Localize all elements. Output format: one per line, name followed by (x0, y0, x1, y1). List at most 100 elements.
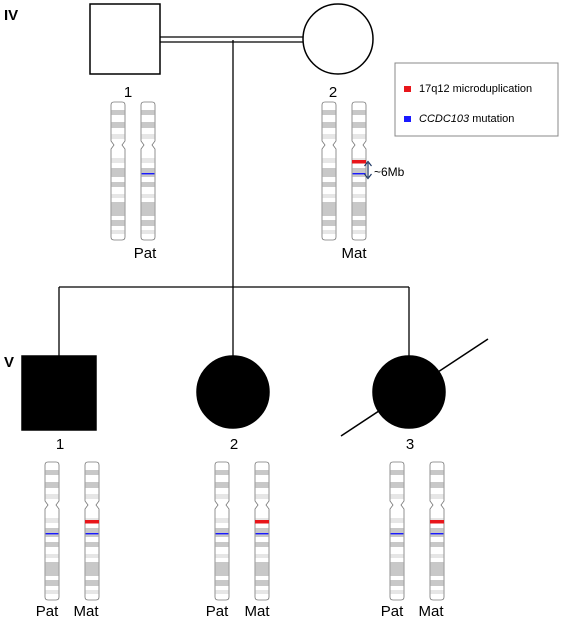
chromosome-band (85, 482, 99, 488)
chromosome-band (255, 482, 269, 488)
mutation-band (255, 533, 269, 535)
chromosome-band (390, 554, 404, 558)
chromosome-band (141, 182, 155, 187)
chromosome-band (390, 470, 404, 475)
chromosome-band (111, 202, 125, 216)
chromosome-band (45, 482, 59, 488)
chromosome-band (255, 590, 269, 594)
individual-iv-1-male-symbol (89, 3, 161, 75)
mutation-band (430, 533, 444, 535)
legend: 17q12 microduplication CCDC103 mutation (394, 62, 559, 137)
legend-mutation-word: mutation (469, 113, 514, 125)
chromosome-band (141, 122, 155, 128)
chromosome-label-iv-1-pat: Pat (134, 245, 157, 262)
chromosome-band (352, 168, 366, 177)
chromosome-label-v-2-mat: Mat (244, 603, 270, 620)
chromosome-band (45, 554, 59, 558)
microduplication-band (255, 520, 269, 524)
individual-number-v-1: 1 (56, 436, 64, 453)
chromosome-band (45, 542, 59, 547)
chromosome-band (322, 158, 336, 163)
legend-gene-name: CCDC103 (419, 113, 470, 125)
chromosome-band (430, 580, 444, 586)
chromosome-band (322, 194, 336, 198)
chromosome-band (430, 542, 444, 547)
chromosome-band (141, 230, 155, 234)
chromosome-band (215, 542, 229, 547)
chromosome-band (215, 494, 229, 499)
legend-swatch-mutation (404, 116, 411, 122)
mutation-band (85, 533, 99, 535)
chromosome-band (215, 580, 229, 586)
chromosome-band (352, 194, 366, 198)
chromosome-band (215, 562, 229, 576)
chromosome-v-1-1 (84, 461, 100, 601)
microduplication-band (352, 160, 366, 164)
deceased-slash-v-3 (340, 338, 489, 437)
chromosome-iv-1-0 (110, 101, 126, 241)
chromosome-band (111, 158, 125, 163)
chromosome-band (85, 590, 99, 594)
chromosome-band (141, 168, 155, 177)
chromosome-band (85, 562, 99, 576)
chromosome-band (85, 542, 99, 547)
chromosome-band (111, 230, 125, 234)
chromosome-band (111, 220, 125, 226)
individual-v-2-female-symbol (196, 355, 270, 429)
chromosome-band (390, 562, 404, 576)
chromosome-band (141, 202, 155, 216)
chromosome-band (352, 110, 366, 115)
legend-label-microduplication: 17q12 microduplication (419, 83, 532, 95)
chromosome-v-3-0 (389, 461, 405, 601)
chromosome-band (390, 590, 404, 594)
chromosome-band (141, 110, 155, 115)
chromosome-label-iv-2-mat: Mat (341, 245, 367, 262)
chromosome-band (215, 470, 229, 475)
chromosome-label-v-3-mat: Mat (418, 603, 444, 620)
mutation-band (390, 533, 404, 535)
chromosome-band (430, 482, 444, 488)
chromosome-band (352, 230, 366, 234)
chromosome-band (215, 518, 229, 523)
chromosome-band (255, 580, 269, 586)
chromosome-band (255, 554, 269, 558)
chromosome-band (322, 202, 336, 216)
chromosome-band (215, 482, 229, 488)
generation-label-iv: IV (4, 7, 18, 24)
chromosome-band (255, 542, 269, 547)
chromosome-band (255, 494, 269, 499)
chromosome-band (141, 134, 155, 139)
chromosome-band (255, 528, 269, 537)
chromosome-band (111, 182, 125, 187)
chromosome-v-2-0 (214, 461, 230, 601)
chromosome-band (45, 518, 59, 523)
chromosome-band (322, 122, 336, 128)
individual-iv-2-female-symbol (302, 3, 374, 75)
legend-swatch-microduplication (404, 86, 411, 92)
generation-label-v: V (4, 354, 14, 371)
chromosome-band (352, 202, 366, 216)
chromosome-band (430, 554, 444, 558)
chromosome-band (141, 194, 155, 198)
chromosome-band (111, 134, 125, 139)
chromosome-band (215, 528, 229, 537)
chromosome-band (430, 528, 444, 537)
chromosome-band (215, 590, 229, 594)
chromosome-label-v-1-mat: Mat (73, 603, 99, 620)
chromosome-band (430, 562, 444, 576)
chromosome-band (111, 122, 125, 128)
chromosome-iv-1-1 (140, 101, 156, 241)
microduplication-band (430, 520, 444, 524)
individual-number-v-2: 2 (230, 436, 238, 453)
chromosome-iv-2-1 (351, 101, 367, 241)
chromosome-band (45, 470, 59, 475)
chromosome-band (322, 182, 336, 187)
chromosome-band (215, 554, 229, 558)
chromosome-band (390, 482, 404, 488)
individual-number-iv-2: 2 (329, 84, 337, 101)
chromosome-band (111, 194, 125, 198)
chromosome-band (255, 562, 269, 576)
chromosome-band (390, 518, 404, 523)
chromosome-band (430, 470, 444, 475)
